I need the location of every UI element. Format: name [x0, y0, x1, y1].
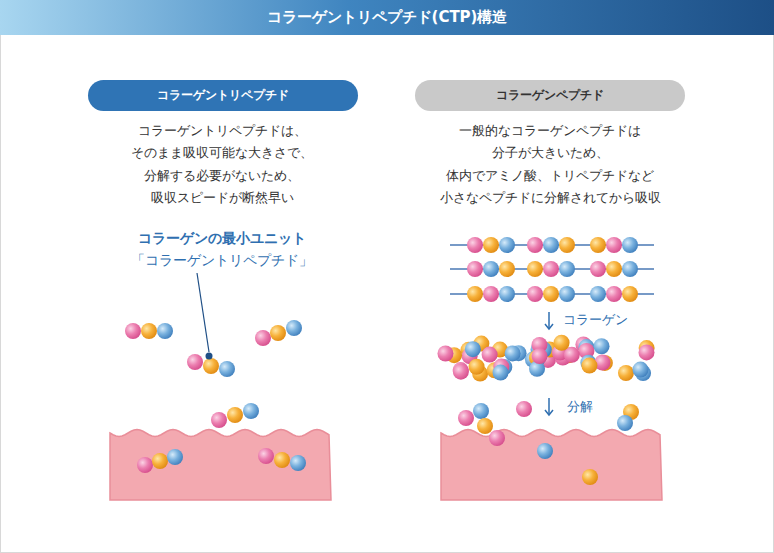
amino-acid-ball: [482, 347, 498, 363]
amino-acid-ball: [499, 261, 515, 277]
process-arrow: [548, 398, 550, 415]
body-text: 体内でアミノ酸、トリペプチドなど: [446, 168, 654, 184]
amino-acid-ball: [483, 286, 499, 302]
body-text: 小さなペプチドに分解されてから吸収: [440, 190, 661, 206]
amino-acid-ball: [258, 448, 274, 464]
title: コラーゲントリペプチド(CTP)構造: [267, 8, 508, 26]
skin: [441, 430, 662, 501]
amino-acid-ball: [505, 345, 521, 361]
amino-acid-ball: [499, 237, 515, 253]
amino-acid-ball: [219, 361, 235, 377]
amino-acid-ball: [606, 237, 622, 253]
body-text: そのまま吸収可能な大きさで、: [131, 145, 313, 161]
amino-acid-ball: [594, 338, 610, 354]
pill-label: コラーゲントリペプチド: [157, 87, 289, 104]
amino-acid-ball: [469, 359, 485, 375]
body-text: 吸収スピードが断然早い: [151, 190, 294, 206]
amino-acid-ball: [187, 354, 203, 370]
amino-acid-ball: [243, 403, 259, 419]
arrow-head: [545, 410, 553, 415]
amino-acid-ball: [493, 365, 509, 381]
amino-acid-ball: [477, 418, 493, 434]
amino-acid-ball: [537, 443, 553, 459]
body-text: 分子が大きいため、: [492, 145, 609, 161]
amino-acid-ball: [622, 286, 638, 302]
amino-acid-ball: [157, 323, 173, 339]
amino-acid-ball: [483, 261, 499, 277]
amino-acid-ball: [527, 261, 543, 277]
amino-acid-ball: [167, 449, 183, 465]
amino-acid-ball: [618, 365, 634, 381]
heading-pill: コラーゲンペプチド: [415, 80, 685, 111]
process-arrow: [548, 312, 550, 329]
amino-acid-ball: [499, 286, 515, 302]
amino-acid-ball: [590, 286, 606, 302]
heading-pill: コラーゲントリペプチド: [88, 80, 358, 111]
amino-acid-ball: [473, 403, 489, 419]
arrow-head: [545, 324, 553, 329]
amino-acid-ball: [559, 237, 575, 253]
amino-acid-ball: [543, 261, 559, 277]
amino-acid-ball: [125, 323, 141, 339]
amino-acid-ball: [543, 286, 559, 302]
amino-acid-ball: [467, 286, 483, 302]
pill-label: コラーゲンペプチド: [496, 87, 604, 104]
amino-acid-ball: [638, 344, 654, 360]
amino-acid-ball: [255, 330, 271, 346]
amino-acid-ball: [527, 286, 543, 302]
amino-acid-ball: [203, 358, 219, 374]
amino-acid-ball: [543, 237, 559, 253]
amino-acid-ball: [483, 237, 499, 253]
process-label: 分解: [567, 399, 593, 415]
amino-acid-ball: [152, 453, 168, 469]
amino-acid-ball: [590, 261, 606, 277]
amino-acid-ball: [290, 455, 306, 471]
amino-acid-ball: [622, 261, 638, 277]
leader-line: [197, 273, 209, 352]
amino-acid-ball: [465, 341, 481, 357]
amino-acid-ball: [532, 348, 548, 364]
amino-acid-ball: [606, 286, 622, 302]
amino-acid-ball: [581, 358, 597, 374]
amino-acid-ball: [227, 407, 243, 423]
amino-acid-ball: [559, 261, 575, 277]
body-text: コラーゲントリペプチドは、: [138, 123, 307, 139]
callout-text: 「コラーゲントリペプチド」: [131, 252, 313, 269]
callout-title: コラーゲンの最小ユニット: [138, 230, 306, 247]
amino-acid-ball: [453, 364, 469, 380]
amino-acid-ball: [270, 325, 286, 341]
amino-acid-ball: [527, 237, 543, 253]
amino-acid-ball: [274, 452, 290, 468]
amino-acid-ball: [516, 401, 532, 417]
amino-acid-ball: [617, 415, 633, 431]
amino-acid-ball: [286, 320, 302, 336]
amino-acid-ball: [141, 323, 157, 339]
amino-acid-ball: [489, 430, 505, 446]
skin: [110, 430, 331, 501]
amino-acid-ball: [137, 457, 153, 473]
body-text: 一般的なコラーゲンペプチドは: [459, 123, 641, 139]
leader-dot: [206, 353, 213, 360]
process-label: コラーゲン: [563, 312, 628, 328]
amino-acid-ball: [632, 362, 648, 378]
amino-acid-ball: [458, 410, 474, 426]
title-bar: [0, 0, 774, 35]
amino-acid-ball: [554, 335, 570, 351]
amino-acid-ball: [590, 237, 606, 253]
amino-acid-ball: [606, 261, 622, 277]
amino-acid-ball: [559, 286, 575, 302]
amino-acid-ball: [437, 346, 453, 362]
amino-acid-ball: [467, 261, 483, 277]
amino-acid-ball: [211, 412, 227, 428]
amino-acid-ball: [582, 469, 598, 485]
body-text: 分解する必要がないため、: [144, 168, 300, 184]
amino-acid-ball: [622, 237, 638, 253]
amino-acid-ball: [467, 237, 483, 253]
